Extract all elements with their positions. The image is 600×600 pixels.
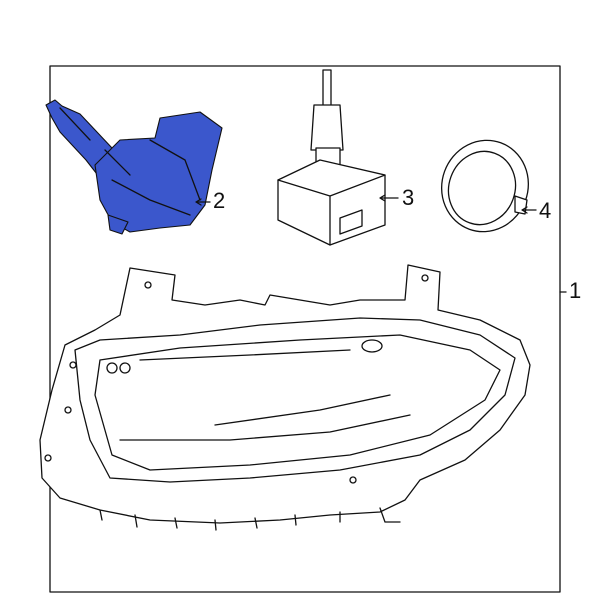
callout-2: 2 <box>213 188 226 213</box>
part-4-retaining-ring[interactable] <box>429 128 541 244</box>
part-1-headlamp-assembly[interactable] <box>39 264 531 531</box>
callout-3: 3 <box>402 185 415 210</box>
part-2-bulb[interactable] <box>45 99 223 235</box>
callout-1: 1 <box>569 278 582 303</box>
callout-4: 4 <box>539 198 552 223</box>
leader-line-2 <box>195 198 211 206</box>
leader-line-4 <box>521 206 537 214</box>
part-3-hid-bulb[interactable] <box>277 69 386 246</box>
leader-line-3 <box>379 194 399 202</box>
